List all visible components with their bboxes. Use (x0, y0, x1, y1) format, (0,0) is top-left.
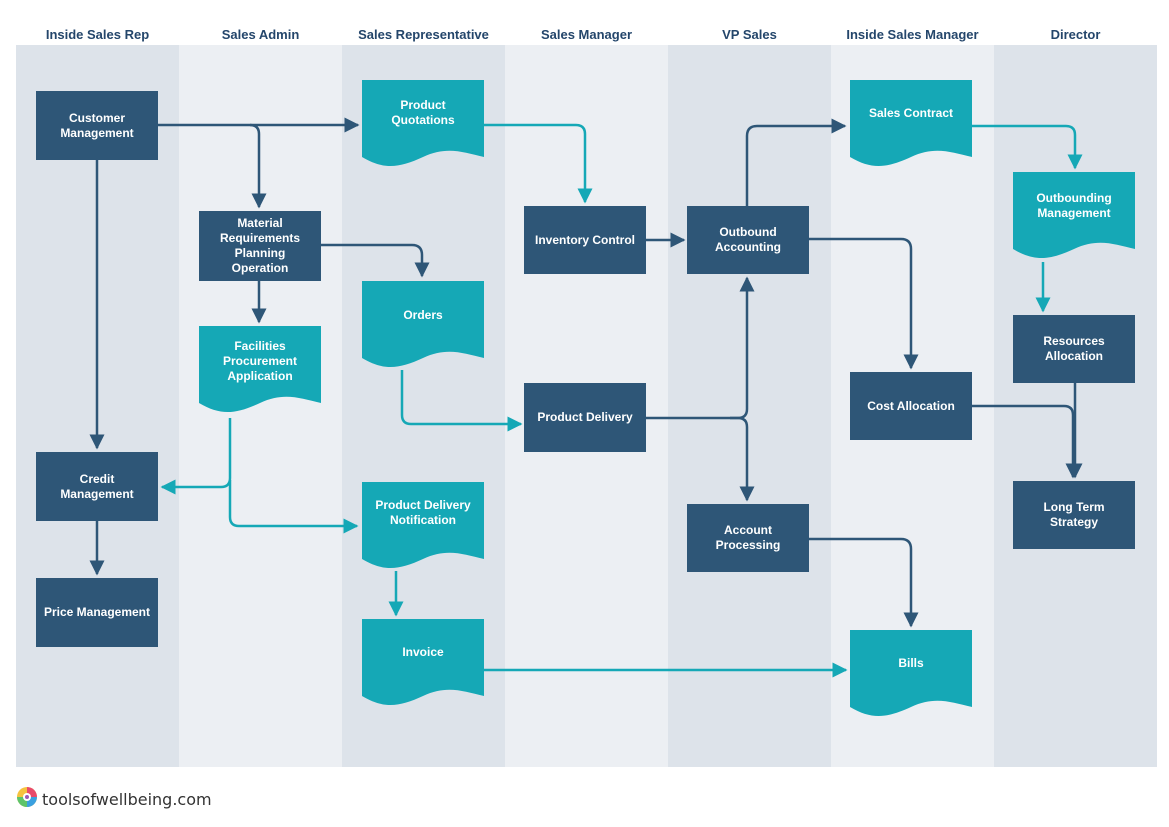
connector-quotations-to-inventory (484, 123, 593, 204)
node-label: Invoice (402, 644, 444, 659)
node-label: Material Requirements Planning Operation (219, 216, 301, 275)
lane-header-inside-sales-manager: Inside Sales Manager (846, 27, 979, 42)
node-label: Facilities Procurement Application (222, 338, 298, 383)
lane-header-sales-representative: Sales Representative (358, 27, 489, 42)
node-account-processing: Account Processing (687, 504, 809, 572)
connector-material-to-orders (321, 243, 430, 278)
document-shape (850, 80, 972, 167)
document-shape (1013, 172, 1135, 259)
node-label: Orders (403, 307, 443, 322)
node-product-delivery-notification: Product Delivery Notification (362, 482, 484, 574)
node-inventory-control: Inventory Control (524, 206, 646, 274)
lane-vp-sales (668, 45, 831, 767)
connector-cost-to-longterm (972, 404, 1081, 479)
node-label: Cost Allocation (867, 398, 955, 413)
node-facilities-procurement: Facilities Procurement Application (199, 326, 321, 418)
node-label: Outbound Accounting (715, 225, 781, 254)
node-cost-allocation: Cost Allocation (850, 372, 972, 440)
document-shape (362, 482, 484, 569)
node-orders: Orders (362, 281, 484, 373)
rainbow-swirl-icon (16, 786, 38, 813)
node-resources-allocation: Resources Allocation (1013, 315, 1135, 383)
brand-text[interactable]: toolsofwellbeing.com (42, 790, 212, 809)
connector-orders-to-delivery (400, 370, 523, 432)
node-label: Inventory Control (534, 232, 635, 247)
connector-facilities-to-notification (228, 480, 359, 534)
node-long-term-strategy: Long Term Strategy (1013, 481, 1135, 549)
connector-delivery-to-account (730, 416, 755, 502)
connector-account-to-bills (809, 537, 919, 628)
node-label: Resources Allocation (1043, 334, 1105, 363)
lane-header-inside-sales-rep: Inside Sales Rep (45, 27, 150, 42)
document-shape (362, 80, 484, 167)
node-product-delivery: Product Delivery (524, 383, 646, 452)
node-bills: Bills (850, 630, 972, 722)
document-shape (199, 326, 321, 413)
node-label: Sales Contract (868, 105, 954, 120)
node-outbound-accounting: Outbound Accounting (687, 206, 809, 274)
node-customer-management: Customer Management (36, 91, 158, 160)
connector-outbound-to-contract (745, 118, 847, 206)
node-price-management: Price Management (36, 578, 158, 647)
lane-header-sales-manager: Sales Manager (540, 27, 633, 42)
lane-header-sales-admin: Sales Admin (221, 27, 300, 42)
node-label: Product Delivery Notification (375, 498, 471, 527)
node-label: Long Term Strategy (1043, 500, 1105, 529)
node-product-quotations: Product Quotations (362, 80, 484, 172)
node-label: Credit Management (60, 471, 134, 501)
lane-header-vp-sales: VP Sales (722, 27, 777, 42)
node-invoice: Invoice (362, 619, 484, 711)
node-label: Bills (898, 655, 924, 670)
lane-header-director: Director (1050, 27, 1101, 42)
node-outbounding-management: Outbounding Management (1013, 172, 1135, 264)
node-sales-contract: Sales Contract (850, 80, 972, 172)
brand-footer: toolsofwellbeing.com (16, 786, 212, 813)
connector-delivery-to-outbound (646, 276, 755, 420)
connector-facilities-to-credit (160, 418, 232, 495)
node-label: Account Processing (715, 523, 781, 552)
connector-outbound-to-cost (809, 237, 919, 370)
node-credit-management: Credit Management (36, 452, 158, 521)
document-shape (362, 619, 484, 706)
connector-contract-to-outbounding (972, 124, 1083, 170)
node-label: Product Quotations (391, 98, 455, 127)
node-label: Customer Management (60, 110, 134, 140)
node-label: Price Management (43, 605, 151, 619)
node-material-requirements: Material Requirements Planning Operation (199, 211, 321, 281)
document-shape (850, 630, 972, 717)
connector-customer-to-material (249, 123, 267, 209)
node-label: Product Delivery (537, 410, 633, 424)
node-label: Outbounding Management (1036, 191, 1112, 220)
document-shape (362, 281, 484, 368)
